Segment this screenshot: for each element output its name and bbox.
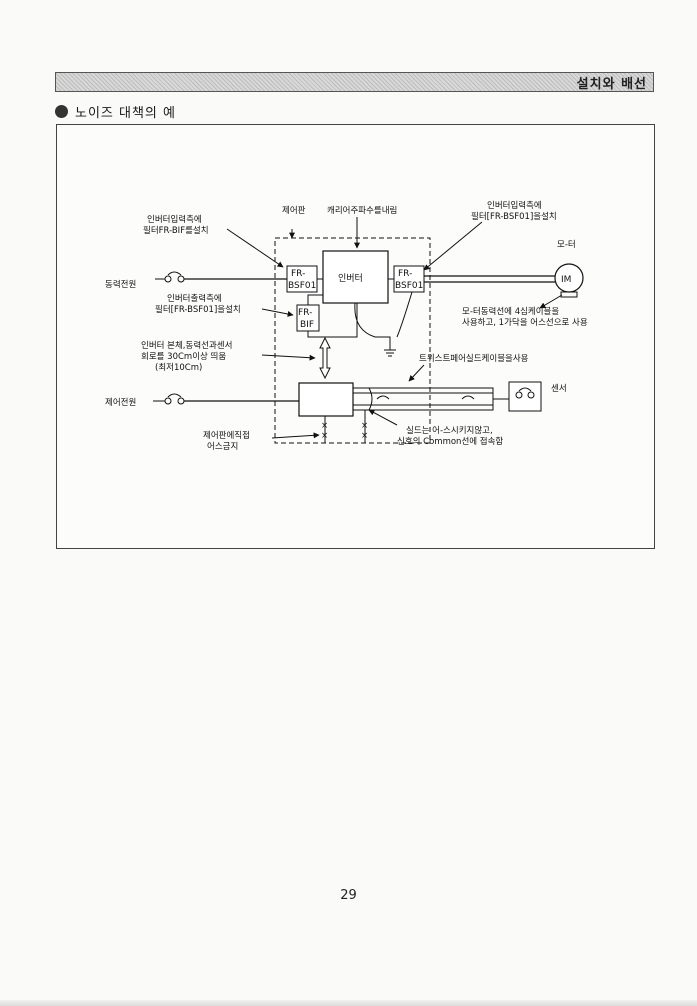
motor-im-label: IM	[561, 275, 571, 285]
label-input-filter-right-1: 인버터입력측에	[487, 200, 542, 211]
label-shield-1: 실드는 어-스시키지않고,	[406, 425, 493, 436]
label-control-panel: 제어판	[282, 205, 306, 216]
fr-bif-label-2: BIF	[300, 320, 314, 330]
label-twisted-pair: 트위스트페어실드케이블을사용	[419, 353, 529, 364]
section-title: 노이즈 대책의 예	[75, 105, 176, 121]
label-input-filter-right-2: 필터[FR-BSF01]을설치	[471, 211, 557, 222]
wiring-diagram: 제어판 캐리어주파수를내림 인버터입력측에 필터FR-BIF를설치 인버터입력측…	[105, 200, 588, 452]
label-separation-3: (최저10Cm)	[155, 362, 202, 373]
fr-bsf01-left-box	[286, 265, 318, 293]
label-shield-2: 신호의 Common선에 접속함	[397, 436, 503, 447]
fr-bsf01-left-label-1: FR-	[291, 269, 305, 279]
noise-countermeasure-figure: 제어판 캐리어주파수를내림 인버터입력측에 필터FR-BIF를설치 인버터입력측…	[56, 124, 655, 549]
svg-text:×: ×	[321, 431, 328, 441]
label-output-filter-1: 인버터출력측에	[167, 293, 222, 304]
header-bar: 설치와 배선	[55, 72, 654, 92]
control-panel-enclosure	[274, 237, 431, 444]
bullet-icon	[55, 104, 68, 118]
shielded-cable	[352, 387, 494, 411]
label-input-filter-left-1: 인버터입력측에	[147, 214, 202, 225]
inverter-box	[322, 250, 389, 304]
header-title: 설치와 배선	[576, 77, 647, 92]
fr-bsf01-left-label-2: BSF01	[288, 281, 316, 291]
sensor-box	[508, 381, 542, 412]
label-sensor: 센서	[551, 383, 567, 394]
svg-text:×: ×	[361, 431, 368, 441]
fr-bsf01-right-box	[393, 265, 425, 293]
controller-box	[298, 382, 354, 417]
label-motor-cable-1: 모-터동력선에 4심케이블을	[462, 306, 559, 317]
fr-bsf01-right-label-2: BSF01	[395, 281, 423, 291]
label-input-filter-left-2: 필터FR-BIF를설치	[143, 225, 209, 236]
page-number: 29	[340, 888, 357, 903]
label-output-filter-2: 필터[FR-BSF01]을설치	[155, 304, 241, 315]
label-motor: 모-터	[557, 240, 576, 250]
section-heading: 노이즈 대책의 예	[55, 102, 176, 121]
label-control-power: 제어전원	[105, 397, 136, 408]
label-no-ground-2: 어스금지	[207, 441, 238, 452]
fr-bsf01-right-label-1: FR-	[398, 269, 412, 279]
label-motor-cable-2: 사용하고, 1가닥을 어스선으로 사용	[462, 317, 588, 328]
label-carrier-frequency: 캐리어주파수를내림	[327, 205, 397, 216]
label-no-ground-1: 제어판에직접	[203, 430, 250, 441]
scan-edge	[0, 1000, 697, 1006]
label-power-supply: 동력전원	[105, 279, 136, 290]
inverter-label: 인버터	[338, 273, 363, 284]
fr-bif-label-1: FR-	[298, 308, 312, 318]
svg-text:×: ×	[361, 421, 368, 431]
label-separation-1: 인버터 본체,동력선과센서	[141, 340, 232, 351]
label-separation-2: 회로를 30Cm이상 띄움	[141, 351, 226, 362]
svg-text:×: ×	[321, 421, 328, 431]
